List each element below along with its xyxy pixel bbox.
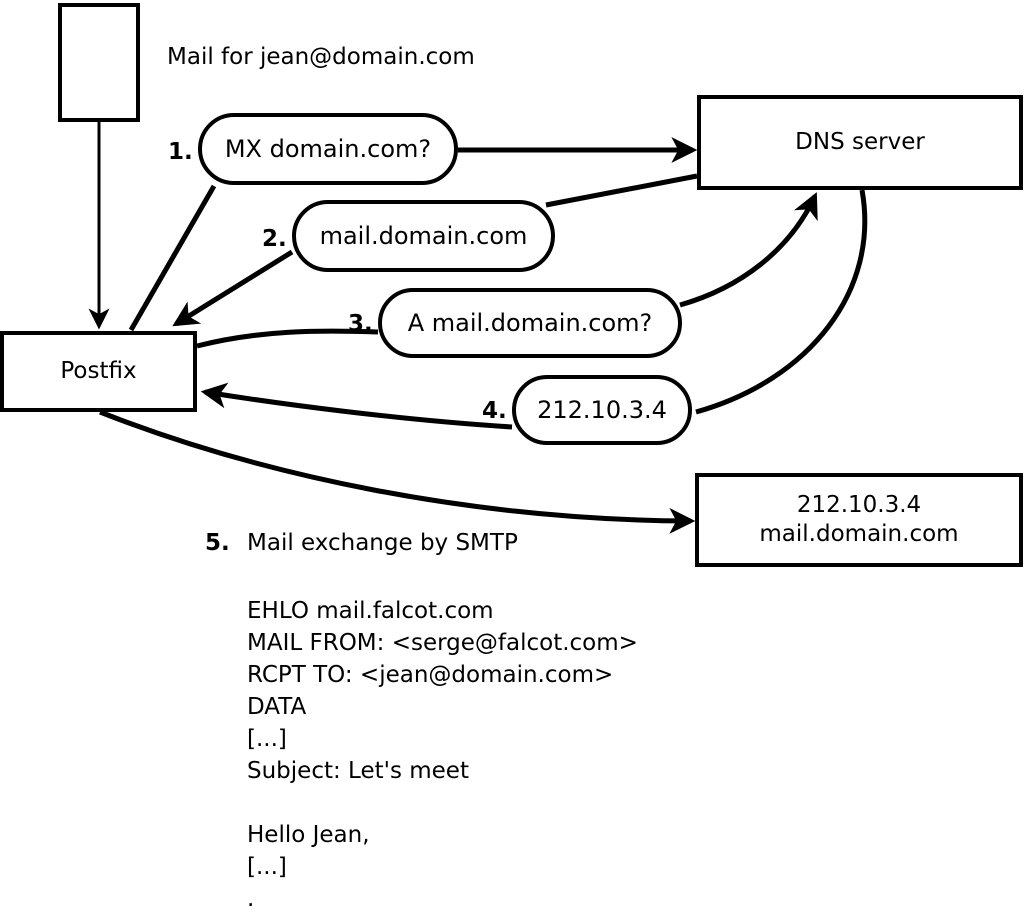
sender-node — [58, 3, 140, 122]
edge-dns-to-step2 — [545, 173, 698, 208]
dns-server-node-label: DNS server — [795, 129, 925, 156]
step-5-label: Mail exchange by SMTP — [247, 530, 518, 556]
smtp-transcript-line: Hello Jean, — [247, 822, 370, 848]
step-2-message-label: mail.domain.com — [319, 222, 528, 250]
edge-dns-to-step4 — [695, 189, 868, 415]
edge-postfix-to-step1 — [128, 184, 217, 332]
smtp-transcript-line: [...] — [247, 726, 287, 752]
step-number-3: 3. — [348, 311, 373, 337]
step-1-message-label: MX domain.com? — [224, 135, 432, 163]
target-hostname-label: mail.domain.com — [759, 521, 959, 547]
step-3-message-label: A mail.domain.com? — [407, 309, 653, 337]
step-4-message-label: 212.10.3.4 — [537, 396, 667, 424]
target-ip-label: 212.10.3.4 — [796, 492, 922, 519]
smtp-transcript-line: [...] — [247, 854, 287, 880]
smtp-transcript-line: . — [247, 886, 255, 912]
smtp-transcript-line: DATA — [247, 694, 307, 720]
step-3-message: A mail.domain.com? — [378, 288, 682, 358]
step-1-message: MX domain.com? — [198, 113, 458, 185]
smtp-transcript-line: RCPT TO: <jean@domain.com> — [247, 662, 614, 688]
step-2-message: mail.domain.com — [292, 200, 555, 272]
step-number-4: 4. — [482, 398, 507, 424]
smtp-transcript-line: EHLO mail.falcot.com — [247, 598, 494, 624]
edge-step3-to-dns — [679, 192, 818, 308]
postfix-node: Postfix — [0, 331, 197, 412]
step-number-5: 5. — [205, 530, 230, 556]
dns-server-node: DNS server — [697, 95, 1023, 190]
smtp-transcript-line: Subject: Let's meet — [247, 758, 469, 784]
smtp-transcript-line — [247, 787, 638, 819]
edge-step4-to-postfix — [200, 382, 513, 430]
postfix-node-label: Postfix — [60, 358, 137, 385]
smtp-transcript-line: MAIL FROM: <serge@falcot.com> — [247, 630, 638, 656]
step-number-1: 1. — [168, 139, 193, 165]
target-mail-server-node: 212.10.3.4 mail.domain.com — [695, 473, 1023, 567]
step-4-message: 212.10.3.4 — [512, 375, 692, 445]
page-title: Mail for jean@domain.com — [167, 44, 475, 70]
edge-step2-to-postfix — [172, 249, 294, 327]
step-number-2: 2. — [262, 226, 287, 252]
